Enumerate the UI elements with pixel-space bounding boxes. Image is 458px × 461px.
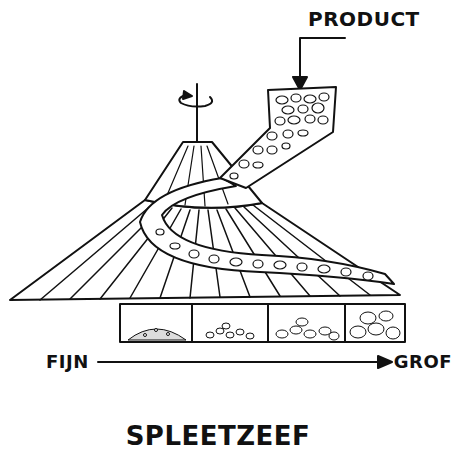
feed-arrow: [300, 38, 345, 80]
part-label: PRODUCT: [308, 8, 420, 30]
spiral-channel: [140, 178, 394, 284]
part-label: GROF: [394, 352, 452, 372]
fine-to-coarse-arrow: [98, 361, 384, 363]
sorted-fractions: [128, 311, 400, 340]
part-label: FIJN: [46, 352, 89, 372]
caption: SPLEETZEEF: [126, 422, 311, 451]
collection-tray: [120, 304, 405, 342]
rotation-arrowhead: [183, 91, 192, 99]
rotation-axis: [196, 84, 198, 142]
fine-to-coarse-arrowhead: [378, 356, 392, 368]
particles: [156, 93, 373, 280]
feed-hopper: [220, 87, 336, 188]
